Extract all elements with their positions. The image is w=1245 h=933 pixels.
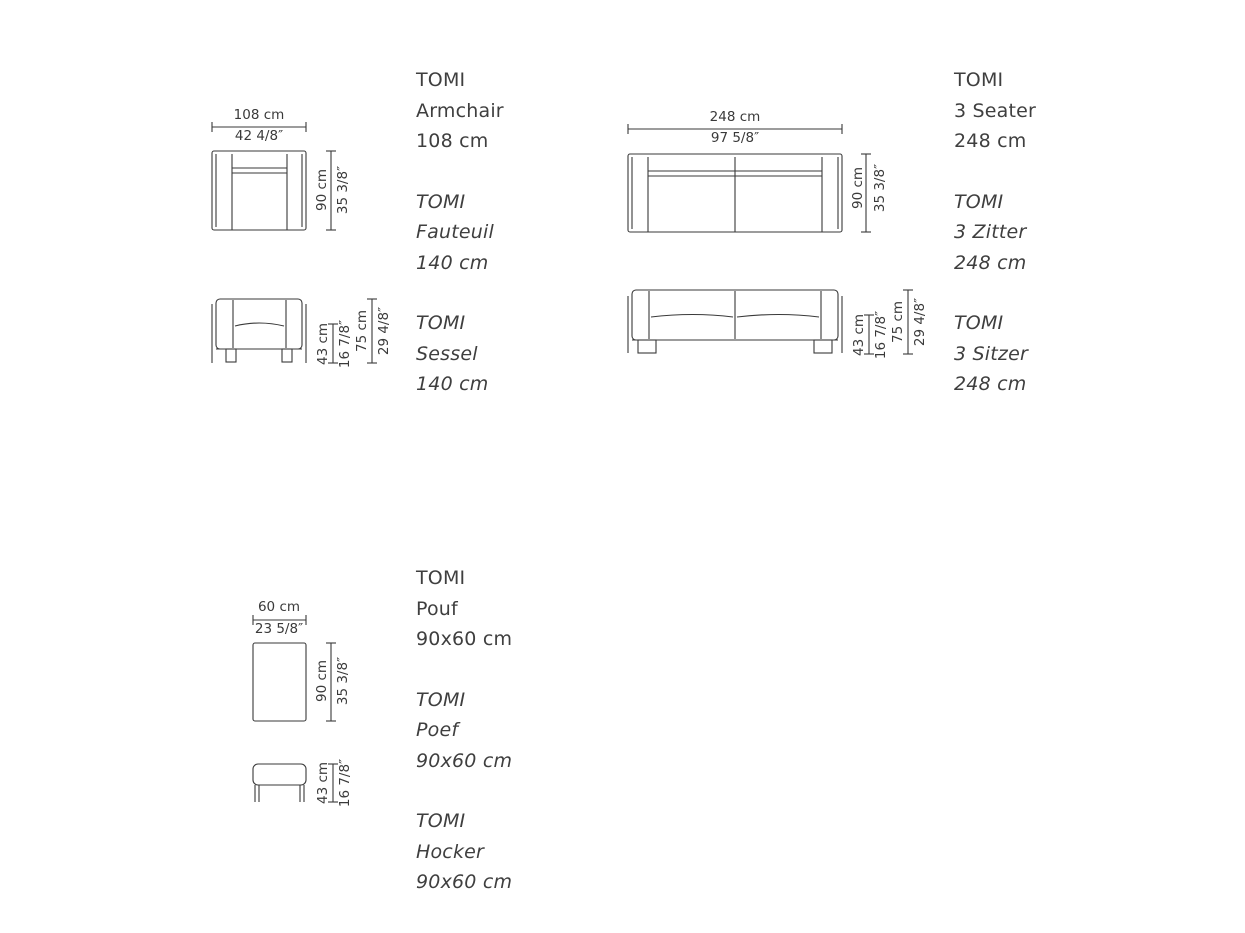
armchair-depth-cm: 90 cm [314, 169, 330, 211]
sofa-size-en: 248 cm [954, 130, 1027, 152]
sofa-seat-height-dimension: 43 cm 16 7/8″ [851, 311, 889, 359]
pouf-height-cm: 43 cm [315, 762, 331, 804]
pouf-size-fr: 90x60 cm [416, 749, 513, 772]
sofa-name-fr: TOMI [954, 190, 1004, 213]
pouf-size-en: 90x60 cm [416, 628, 513, 650]
armchair-name-fr: TOMI [416, 190, 466, 213]
sofa-depth-dimension: 90 cm 35 3/8″ [850, 153, 888, 233]
sofa-depth-cm: 90 cm [850, 167, 866, 209]
armchair-seat-height-in: 16 7/8″ [337, 320, 353, 368]
armchair-type-en: Armchair [416, 99, 504, 122]
pouf-top-view [252, 642, 307, 722]
sofa-name-de: TOMI [954, 312, 1004, 334]
sofa-width-in: 97 5/8″ [711, 130, 759, 146]
sofa-type-en: 3 Seater [954, 99, 1037, 122]
sofa-width-cm: 248 cm [710, 109, 761, 125]
pouf-height-in: 16 7/8″ [337, 759, 353, 807]
sofa-size-de: 248 cm [954, 373, 1027, 395]
armchair-size-en: 108 cm [416, 130, 489, 152]
armchair-top-view [211, 150, 307, 231]
armchair-height-in: 29 4/8″ [376, 307, 392, 355]
armchair-description: TOMI Armchair 108 cm TOMI Fauteuil 140 c… [416, 65, 504, 400]
pouf-name-en: TOMI [416, 567, 466, 589]
pouf-width-dimension: 60 cm 23 5/8″ [252, 599, 307, 637]
armchair-total-height-dimension: 75 cm 29 4/8″ [354, 298, 392, 364]
armchair-seat-height-cm: 43 cm [315, 323, 331, 365]
pouf-depth-cm: 90 cm [314, 660, 330, 702]
armchair-width-in: 42 4/8″ [235, 128, 283, 144]
pouf-type-fr: Poef [416, 719, 459, 741]
sofa-width-dimension: 248 cm 97 5/8″ [627, 109, 843, 146]
pouf-depth-in: 35 3/8″ [335, 657, 351, 705]
armchair-size-de: 140 cm [416, 373, 489, 395]
sofa-height-cm: 75 cm [890, 301, 906, 343]
pouf-type-en: Pouf [416, 597, 458, 620]
pouf-depth-dimension: 90 cm 35 3/8″ [314, 642, 351, 722]
sofa-total-height-dimension: 75 cm 29 4/8″ [890, 289, 928, 355]
armchair-size-fr: 140 cm [416, 251, 489, 274]
armchair-height-cm: 75 cm [354, 310, 370, 352]
pouf-height-dimension: 43 cm 16 7/8″ [315, 759, 353, 807]
pouf-name-fr: TOMI [416, 688, 466, 711]
armchair-depth-dimension: 90 cm 35 3/8″ [314, 150, 351, 231]
armchair-width-cm: 108 cm [234, 107, 285, 123]
pouf-width-cm: 60 cm [258, 599, 300, 615]
armchair-width-dimension: 108 cm 42 4/8″ [211, 107, 307, 144]
pouf-width-in: 23 5/8″ [255, 621, 303, 637]
pouf-name-de: TOMI [416, 810, 466, 832]
sofa-type-fr: 3 Zitter [954, 221, 1027, 243]
pouf-size-de: 90x60 cm [416, 871, 513, 893]
sofa-type-de: 3 Sitzer [954, 342, 1028, 365]
three-seater-description: TOMI 3 Seater 248 cm TOMI 3 Zitter 248 c… [954, 65, 1036, 400]
sofa-name-en: TOMI [954, 69, 1004, 91]
armchair-front-view [211, 298, 307, 363]
sofa-depth-in: 35 3/8″ [872, 164, 888, 212]
armchair-type-fr: Fauteuil [416, 221, 494, 243]
armchair-depth-in: 35 3/8″ [335, 166, 351, 214]
sofa-size-fr: 248 cm [954, 251, 1027, 274]
sofa-front-view [627, 289, 843, 354]
pouf-description: TOMI Pouf 90x60 cm TOMI Poef 90x60 cm TO… [416, 563, 512, 898]
armchair-type-de: Sessel [416, 342, 478, 365]
armchair-seat-height-dimension: 43 cm 16 7/8″ [315, 320, 353, 368]
pouf-type-de: Hocker [416, 840, 485, 863]
armchair-name-de: TOMI [416, 312, 466, 334]
armchair-name-en: TOMI [416, 69, 466, 91]
sofa-height-in: 29 4/8″ [912, 298, 928, 346]
sofa-seat-height-in: 16 7/8″ [873, 311, 889, 359]
sofa-seat-height-cm: 43 cm [851, 314, 867, 356]
sofa-top-view [627, 153, 843, 233]
pouf-front-view [252, 763, 307, 802]
